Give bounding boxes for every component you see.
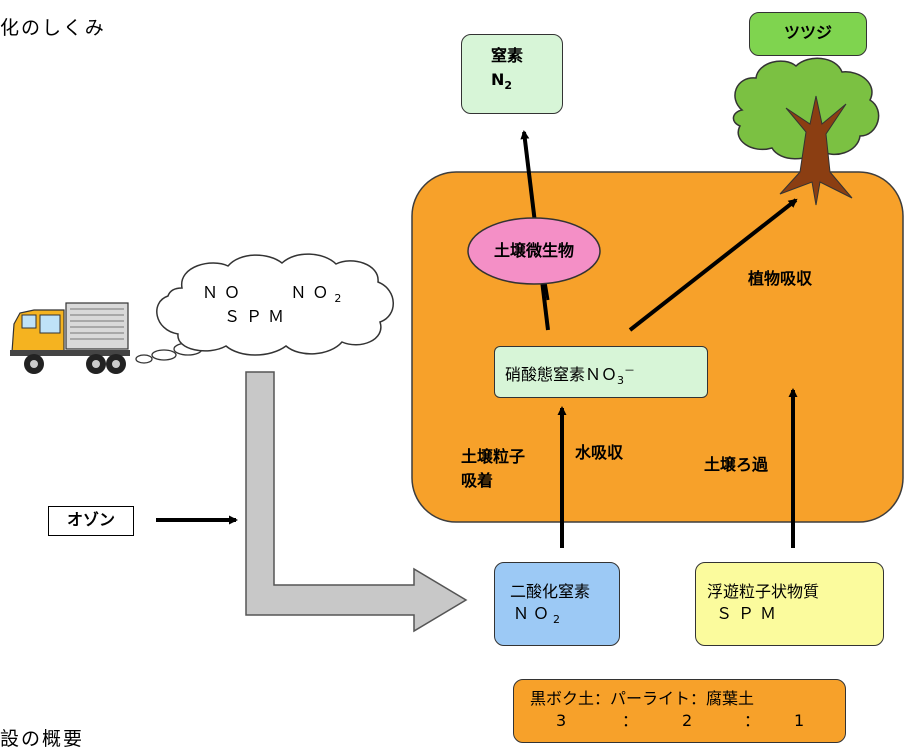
tree-label-box: ツツジ: [749, 12, 867, 56]
pollutant-line-1: ＮＯ ＮＯ2: [202, 283, 348, 305]
ratio-leaf-mold: 1: [794, 711, 805, 730]
soil-mix-components: 黒ボク土：パーライト：腐葉土: [530, 689, 755, 708]
nitrate-box: 硝酸態窒素ＮＯ3－: [494, 346, 708, 398]
soil-adsorption-label-1: 土壌粒子: [461, 447, 526, 466]
plant-absorption-label: 植物吸収: [748, 269, 813, 288]
no2-box: 二酸化窒素 ＮＯ2: [494, 562, 620, 646]
no2-name: 二酸化窒素: [510, 582, 591, 601]
pollution-cloud: [156, 253, 394, 356]
spm-name: 浮遊粒子状物質: [707, 582, 820, 601]
nitrate-label: 硝酸態窒素ＮＯ3－: [505, 364, 636, 387]
pollutant-line-2: ＳＰＭ: [224, 307, 291, 326]
ozone-box: オゾン: [48, 506, 134, 536]
soil-mix-box: 黒ボク土：パーライト：腐葉土 3 ： 2 ： 1: [513, 679, 846, 743]
nitrogen-gas-name: 窒素: [491, 46, 524, 65]
ratio-perlite: 2: [682, 711, 693, 730]
microbe-ellipse: [467, 217, 601, 285]
spm-formula: ＳＰＭ: [716, 604, 783, 623]
soil-adsorption-label-2: 吸着: [461, 471, 494, 490]
arrow-plant-absorption: [628, 198, 798, 332]
soil-filtration-label: 土壌ろ過: [704, 455, 769, 474]
tree-icon: [732, 57, 880, 206]
ratio-black-soil: 3: [556, 711, 567, 730]
heading-fragment: 化のしくみ: [0, 17, 106, 39]
footer-fragment: 設の概要: [0, 728, 85, 750]
no2-formula: ＮＯ2: [513, 604, 565, 626]
microbe-link: [543, 281, 550, 301]
deposition-arrow: [245, 371, 468, 633]
truck-icon: [10, 302, 130, 374]
microbe-label: 土壌微生物: [493, 241, 574, 260]
nitrogen-gas-box: 窒素 N2: [461, 34, 563, 114]
spm-box: 浮遊粒子状物質 ＳＰＭ: [695, 562, 884, 646]
ratio-sep-2: ：: [744, 711, 761, 730]
nitrogen-gas-formula: N2: [491, 70, 513, 92]
ratio-sep-1: ：: [622, 711, 639, 730]
soil-mix-ratio: 3 ： 2 ： 1: [530, 710, 845, 732]
water-absorption-label: 水吸収: [575, 443, 624, 462]
